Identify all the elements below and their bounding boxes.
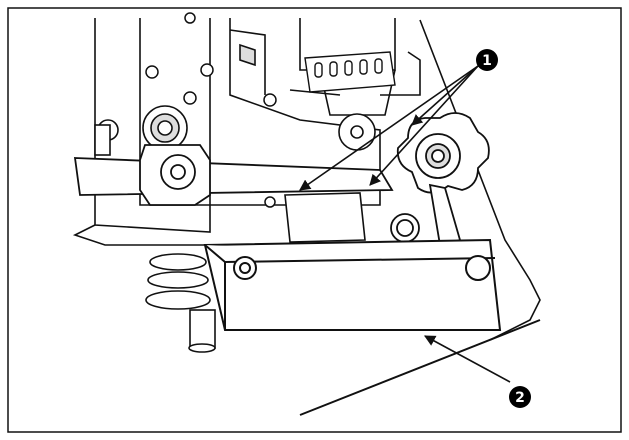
leader-1b	[369, 65, 479, 186]
bottom-cover	[203, 238, 502, 331]
leader-1c	[411, 65, 479, 126]
callout-1-number: 1	[482, 53, 492, 69]
callout-2-number: 2	[515, 390, 525, 406]
thread-guide	[304, 51, 396, 93]
roller	[338, 113, 376, 151]
leader-2	[424, 335, 511, 383]
machine-body	[72, 18, 541, 416]
leader-1a	[299, 65, 479, 191]
callout-1: 1	[476, 49, 498, 71]
presser-block	[284, 192, 366, 243]
lever-arm	[73, 144, 394, 206]
callout-2: 2	[509, 386, 531, 408]
left-gear	[94, 105, 188, 156]
lower-spindle	[145, 253, 216, 353]
callout-leaders	[299, 65, 511, 383]
